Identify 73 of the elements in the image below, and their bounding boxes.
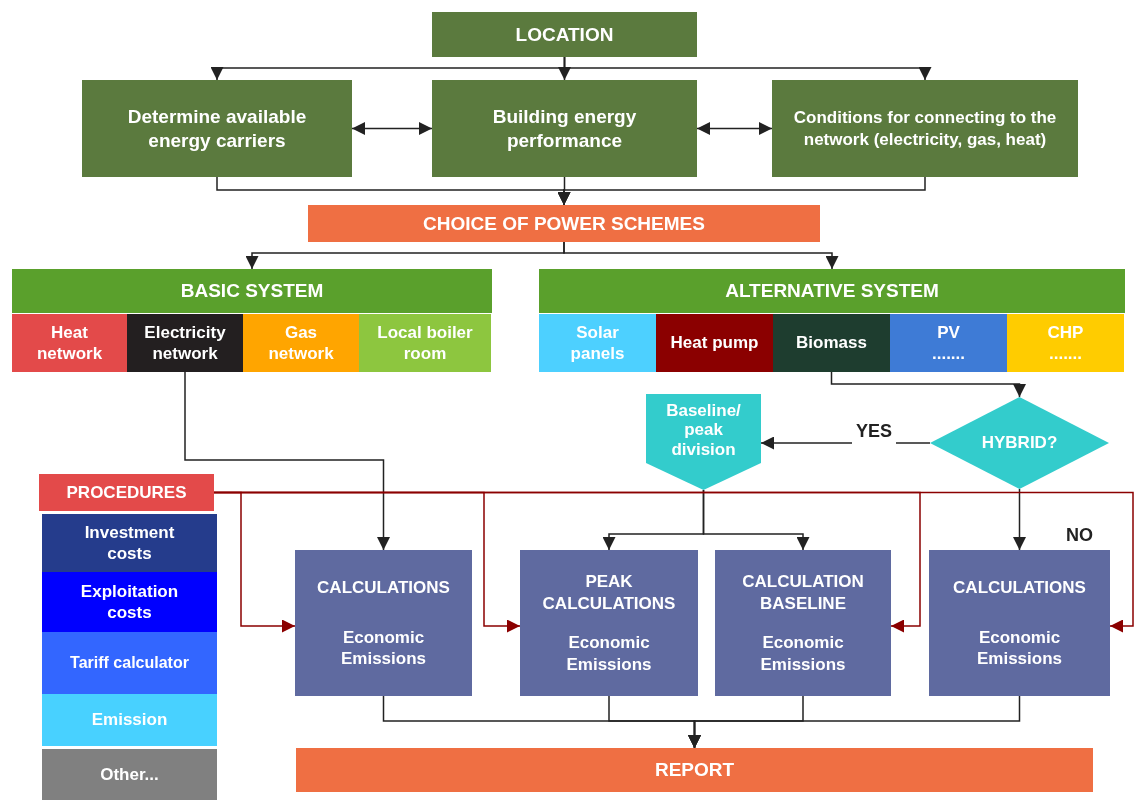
process-box	[432, 80, 697, 177]
box-label: PV .......	[930, 321, 967, 365]
option-tile	[656, 314, 773, 372]
box-label: PROCEDURES	[65, 481, 188, 504]
option-tile	[890, 314, 1007, 372]
box-label: Emission	[90, 709, 169, 731]
process-box	[432, 12, 697, 57]
connector-arrow	[351, 122, 433, 135]
option-tile	[773, 314, 890, 372]
calculation-box	[715, 550, 891, 696]
procedure-tile	[42, 514, 217, 572]
connector-arrow	[830, 371, 1026, 398]
process-box	[772, 80, 1078, 177]
box-heading: CALCULATION BASELINE	[741, 571, 865, 614]
decision-diamond	[930, 397, 1109, 489]
procedure-header	[39, 474, 214, 511]
option-tile	[359, 314, 491, 372]
box-label: Economic Emissions	[975, 626, 1063, 670]
procedure-tile	[42, 632, 217, 694]
calculation-box	[520, 550, 698, 696]
box-label: BASIC SYSTEM	[179, 279, 325, 303]
box-label: Economic Emissions	[759, 632, 847, 675]
calculation-box	[295, 550, 472, 696]
box-label: HYBRID?	[980, 432, 1059, 454]
offpage-connector-shape	[646, 394, 761, 490]
box-label: Solar panels	[569, 321, 626, 365]
calculation-box	[929, 550, 1110, 696]
option-tile	[539, 314, 656, 372]
connector-arrow	[688, 695, 1021, 749]
box-label: Tariff calculator	[69, 653, 190, 673]
box-label: Economic Emissions	[565, 632, 653, 675]
box-heading: CALCULATIONS	[316, 576, 451, 598]
connector-arrow	[563, 56, 932, 81]
procedure-tile	[42, 572, 217, 632]
box-heading: PEAK CALCULATIONS	[541, 571, 677, 614]
box-label: REPORT	[653, 758, 736, 782]
box-heading: CALCULATIONS	[952, 576, 1087, 598]
box-label: Conditions for connecting to the network (electricity, gas, heat)	[792, 107, 1058, 150]
connector-arrow	[213, 491, 1134, 633]
box-label: Heat pump	[669, 332, 760, 354]
box-label: Other...	[99, 763, 160, 786]
header-band	[12, 269, 492, 313]
box-label: Determine available energy carriers	[126, 104, 308, 153]
box-label: Investment costs	[83, 521, 176, 565]
connector-arrow	[696, 122, 773, 135]
box-label: Gas network	[267, 321, 335, 365]
connector-arrow	[702, 489, 810, 551]
option-tile	[127, 314, 243, 372]
connector-arrow	[563, 241, 839, 270]
option-tile	[12, 314, 127, 372]
box-label: CHP .......	[1046, 321, 1085, 365]
box-label: Heat network	[35, 321, 104, 365]
box-label: ALTERNATIVE SYSTEM	[724, 279, 940, 303]
connector-arrow	[184, 371, 390, 551]
header-band	[539, 269, 1125, 313]
connector-arrow	[1013, 488, 1026, 551]
box-label: Baseline/ peak division	[665, 400, 742, 460]
box-label: Electricity network	[143, 321, 227, 365]
procedure-tile	[42, 694, 217, 746]
box-label: Exploitation costs	[79, 580, 180, 624]
box-label: LOCATION	[514, 22, 615, 47]
box-label: Building energy performance	[491, 104, 638, 153]
procedure-tile	[42, 749, 217, 800]
box-label: CHOICE OF POWER SCHEMES	[422, 211, 706, 236]
box-label: Economic Emissions	[339, 626, 427, 670]
box-label: Local boiler room	[376, 321, 474, 365]
connector-arrow	[557, 176, 926, 206]
process-box	[296, 748, 1093, 792]
process-box	[308, 205, 820, 242]
box-label: Biomass	[795, 332, 868, 354]
process-box	[82, 80, 352, 177]
option-tile	[1007, 314, 1124, 372]
option-tile	[243, 314, 359, 372]
